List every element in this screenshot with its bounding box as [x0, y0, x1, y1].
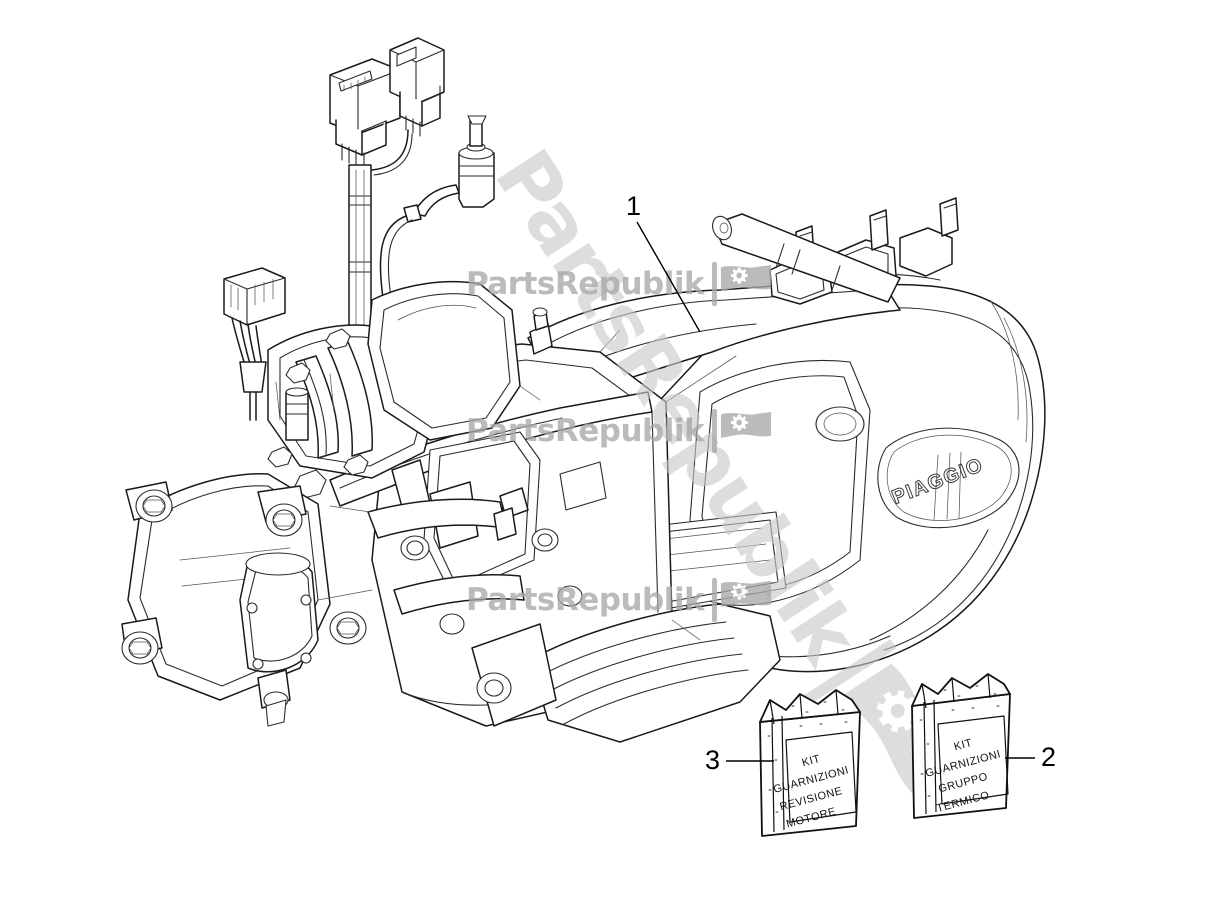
callout-1-label: 1: [626, 191, 642, 221]
watermark-text: PartsRepublik: [466, 582, 705, 618]
callout-1-leader: [636, 221, 701, 333]
callout-3-label: 3: [705, 745, 721, 775]
spark-plug-cap: [361, 115, 495, 353]
engine-main-body: [121, 197, 1046, 743]
oil-filter-cap: [239, 552, 319, 727]
transmission-cover: [635, 273, 1046, 673]
gear-case-cover: [121, 473, 367, 727]
intake-manifold: [367, 280, 521, 441]
watermark-row-1: PartsRepublik: [466, 262, 772, 306]
gasket-kit-engine-overhaul-bag: KIT GUARNIZIONI REVISIONE MOTORE: [759, 689, 861, 837]
gear-flag-icon: [721, 581, 772, 607]
watermark-pole-icon: [712, 578, 718, 622]
mid-sensors: [493, 307, 553, 541]
gear-flag-icon: [721, 412, 772, 438]
watermark-row-3: PartsRepublik: [466, 578, 772, 622]
watermark-pole-icon: [712, 262, 718, 306]
wiring-harness-connector-multipin: [223, 267, 286, 421]
bag-line: KIT: [953, 737, 974, 753]
cylinder-cooling-fins: [471, 603, 781, 743]
bag-line: KIT: [801, 753, 822, 769]
gear-flag-icon: [721, 265, 772, 291]
watermark-pole-icon: [712, 409, 718, 453]
exhaust-stud-pipe: [712, 213, 901, 303]
watermark-row-2: PartsRepublik: [466, 409, 772, 453]
wiring-harness-connector-2pin: [389, 37, 445, 137]
wiring-harness-connector-4pin: [329, 58, 401, 170]
watermark-text: PartsRepublik: [466, 266, 705, 302]
callout-2-label: 2: [1041, 742, 1057, 772]
watermark-text: PartsRepublik: [466, 413, 705, 449]
gasket-kit-thermal-unit-bag: KIT GUARNIZIONI GRUPPO TERMICO: [911, 673, 1011, 819]
